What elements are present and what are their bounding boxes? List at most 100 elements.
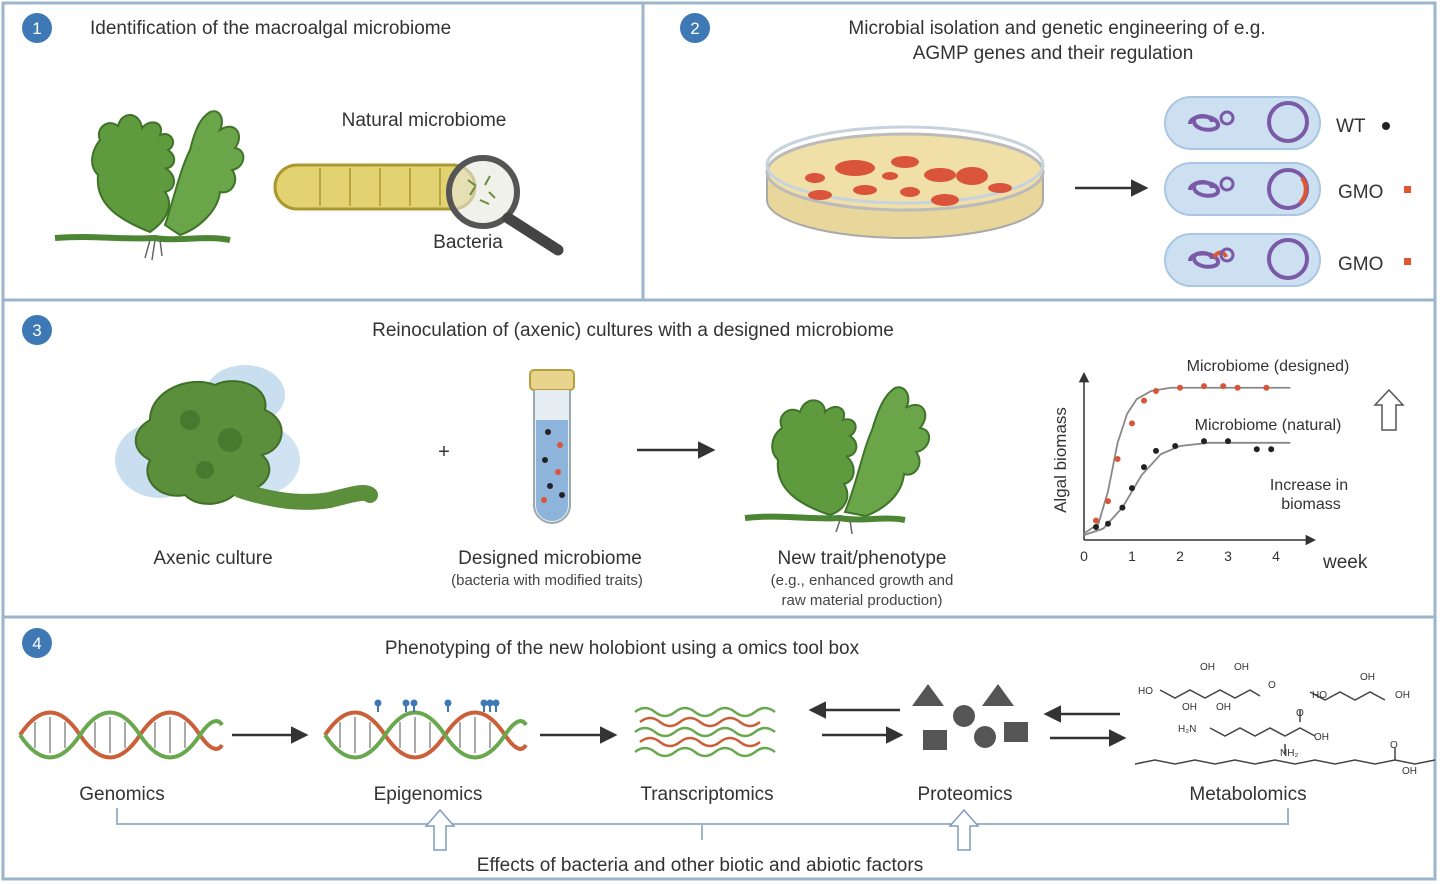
strain-gmo-1-label: GMO — [1338, 182, 1383, 203]
strain-gmo-2: GMO — [1164, 233, 1411, 287]
mol1-ho: HO — [1138, 686, 1153, 697]
mol2-oh-2: OH — [1395, 690, 1410, 701]
x-tick-label: 2 — [1176, 548, 1184, 564]
strain-gmo-2-label: GMO — [1338, 254, 1383, 275]
increase-arrow-icon — [1373, 388, 1405, 431]
series-point-1 — [1153, 447, 1159, 454]
chart-xlabel: week — [1322, 552, 1368, 573]
mol3-oh: OH — [1314, 732, 1329, 743]
effects-footer-label: Effects of bacteria and other biotic and… — [477, 855, 923, 876]
new-trait-sub1: (e.g., enhanced growth and — [771, 572, 954, 589]
step-badge-2 — [680, 13, 710, 43]
protein-shapes-icon — [912, 684, 1028, 750]
bacteria-label: Bacteria — [433, 232, 503, 253]
metabolite-structures — [1134, 689, 1436, 765]
panel-2: 2 Microbial isolation and genetic engine… — [680, 13, 1411, 287]
series-point-1 — [1129, 485, 1135, 492]
series-point-1 — [1105, 520, 1111, 527]
label-transcriptomics: Transcriptomics — [640, 784, 773, 805]
petri-dish — [765, 125, 1045, 239]
legend-designed: Microbiome (designed) — [1187, 358, 1350, 375]
label-proteomics: Proteomics — [917, 784, 1012, 805]
seaweed-illustration — [54, 110, 245, 261]
legend-natural: Microbiome (natural) — [1195, 417, 1342, 434]
mol1-oh-2: OH — [1234, 662, 1249, 673]
panel-4-title: Phenotyping of the new holobiont using a… — [385, 638, 860, 659]
step-badge-3 — [22, 315, 52, 345]
series-point-1 — [1093, 524, 1099, 531]
step-number-4: 4 — [32, 634, 41, 653]
x-tick-label: 1 — [1128, 548, 1136, 564]
dna-icon-epigenomics — [323, 699, 528, 760]
strain-gmo-1: GMO — [1164, 162, 1411, 216]
series-point-0 — [1129, 420, 1135, 427]
series-point-1 — [1225, 438, 1231, 445]
mol1-oh-4: OH — [1216, 702, 1231, 713]
mol1-oh-3: OH — [1182, 702, 1197, 713]
series-point-1 — [1253, 446, 1260, 453]
biomass-growth-chart: Algal biomass week 0 1 2 3 4 Microbiome (des… — [1051, 358, 1405, 573]
label-epigenomics: Epigenomics — [374, 784, 483, 805]
mol2-oh-1: OH — [1360, 672, 1375, 683]
mol3-h2n: H₂N — [1178, 724, 1196, 735]
effect-arrow-epigenomics-icon — [424, 808, 456, 851]
series-point-0 — [1201, 383, 1207, 390]
series-point-1 — [1172, 443, 1179, 450]
panel-2-title-line1: Microbial isolation and genetic engineer… — [848, 18, 1265, 39]
x-tick-label: 4 — [1272, 548, 1280, 564]
step-number-1: 1 — [32, 19, 41, 38]
new-trait-label: New trait/phenotype — [778, 548, 947, 569]
step-number-3: 3 — [32, 321, 41, 340]
step-number-2: 2 — [690, 19, 699, 38]
series-point-0 — [1234, 384, 1241, 391]
label-metabolomics: Metabolomics — [1189, 784, 1306, 805]
panel-1-title: Identification of the macroalgal microbi… — [90, 18, 451, 39]
series-point-1 — [1268, 446, 1275, 453]
x-tick-label: 3 — [1224, 548, 1232, 564]
mol3-nh2: NH₂ — [1280, 748, 1298, 759]
series-point-0 — [1177, 384, 1183, 391]
strain-wt-label: WT — [1336, 116, 1366, 137]
step-badge-1 — [22, 13, 52, 43]
new-trait-sub2: raw material production) — [782, 592, 943, 609]
series-point-0 — [1263, 384, 1270, 391]
series-point-0 — [1153, 387, 1159, 394]
series-point-0 — [1141, 397, 1147, 404]
natural-microbiome-label: Natural microbiome — [342, 110, 507, 131]
mol1-o: O — [1268, 680, 1276, 691]
designed-microbiome-label: Designed microbiome — [458, 548, 642, 569]
mol3-o: O — [1296, 708, 1304, 719]
mol4-oh: OH — [1402, 766, 1417, 777]
effect-arrow-proteomics-icon — [948, 808, 980, 851]
mol2-ho: HO — [1312, 690, 1327, 701]
series-point-1 — [1201, 438, 1207, 445]
magnifier-icon — [446, 155, 564, 256]
series-point-1 — [1141, 464, 1147, 471]
series-point-0 — [1105, 498, 1111, 505]
annotation-increase-2: biomass — [1281, 496, 1341, 513]
chart-ylabel: Algal biomass — [1051, 407, 1070, 513]
label-genomics: Genomics — [79, 784, 165, 805]
strain-wt: WT — [1164, 96, 1390, 150]
omics-bracket — [116, 808, 1289, 825]
plus-sign: + — [438, 441, 450, 463]
metabolite-labels: OH OH HO OH OH O OH HO OH H₂N O OH NH₂ O… — [1138, 662, 1417, 777]
designed-microbiome-sub: (bacteria with modified traits) — [451, 572, 643, 589]
series-point-1 — [1119, 504, 1126, 511]
axenic-culture-illustration — [115, 365, 378, 510]
dna-icon-genomics — [18, 710, 224, 760]
test-tube-icon — [529, 369, 575, 524]
rna-strands-icon — [634, 706, 776, 758]
axenic-culture-label: Axenic culture — [153, 548, 272, 569]
seaweed-new-trait-illustration — [744, 386, 931, 535]
series-curve-0 — [1083, 386, 1291, 535]
x-tick-label: 0 — [1080, 548, 1088, 564]
mol4-o: O — [1390, 740, 1398, 751]
mol1-oh-1: OH — [1200, 662, 1215, 673]
panel-3: 3 Reinoculation of (axenic) cultures wit… — [22, 315, 1405, 609]
series-point-0 — [1114, 456, 1121, 462]
panel-4: 4 Phenotyping of the new holobiont using… — [18, 628, 1436, 876]
annotation-increase-1: Increase in — [1270, 477, 1348, 494]
